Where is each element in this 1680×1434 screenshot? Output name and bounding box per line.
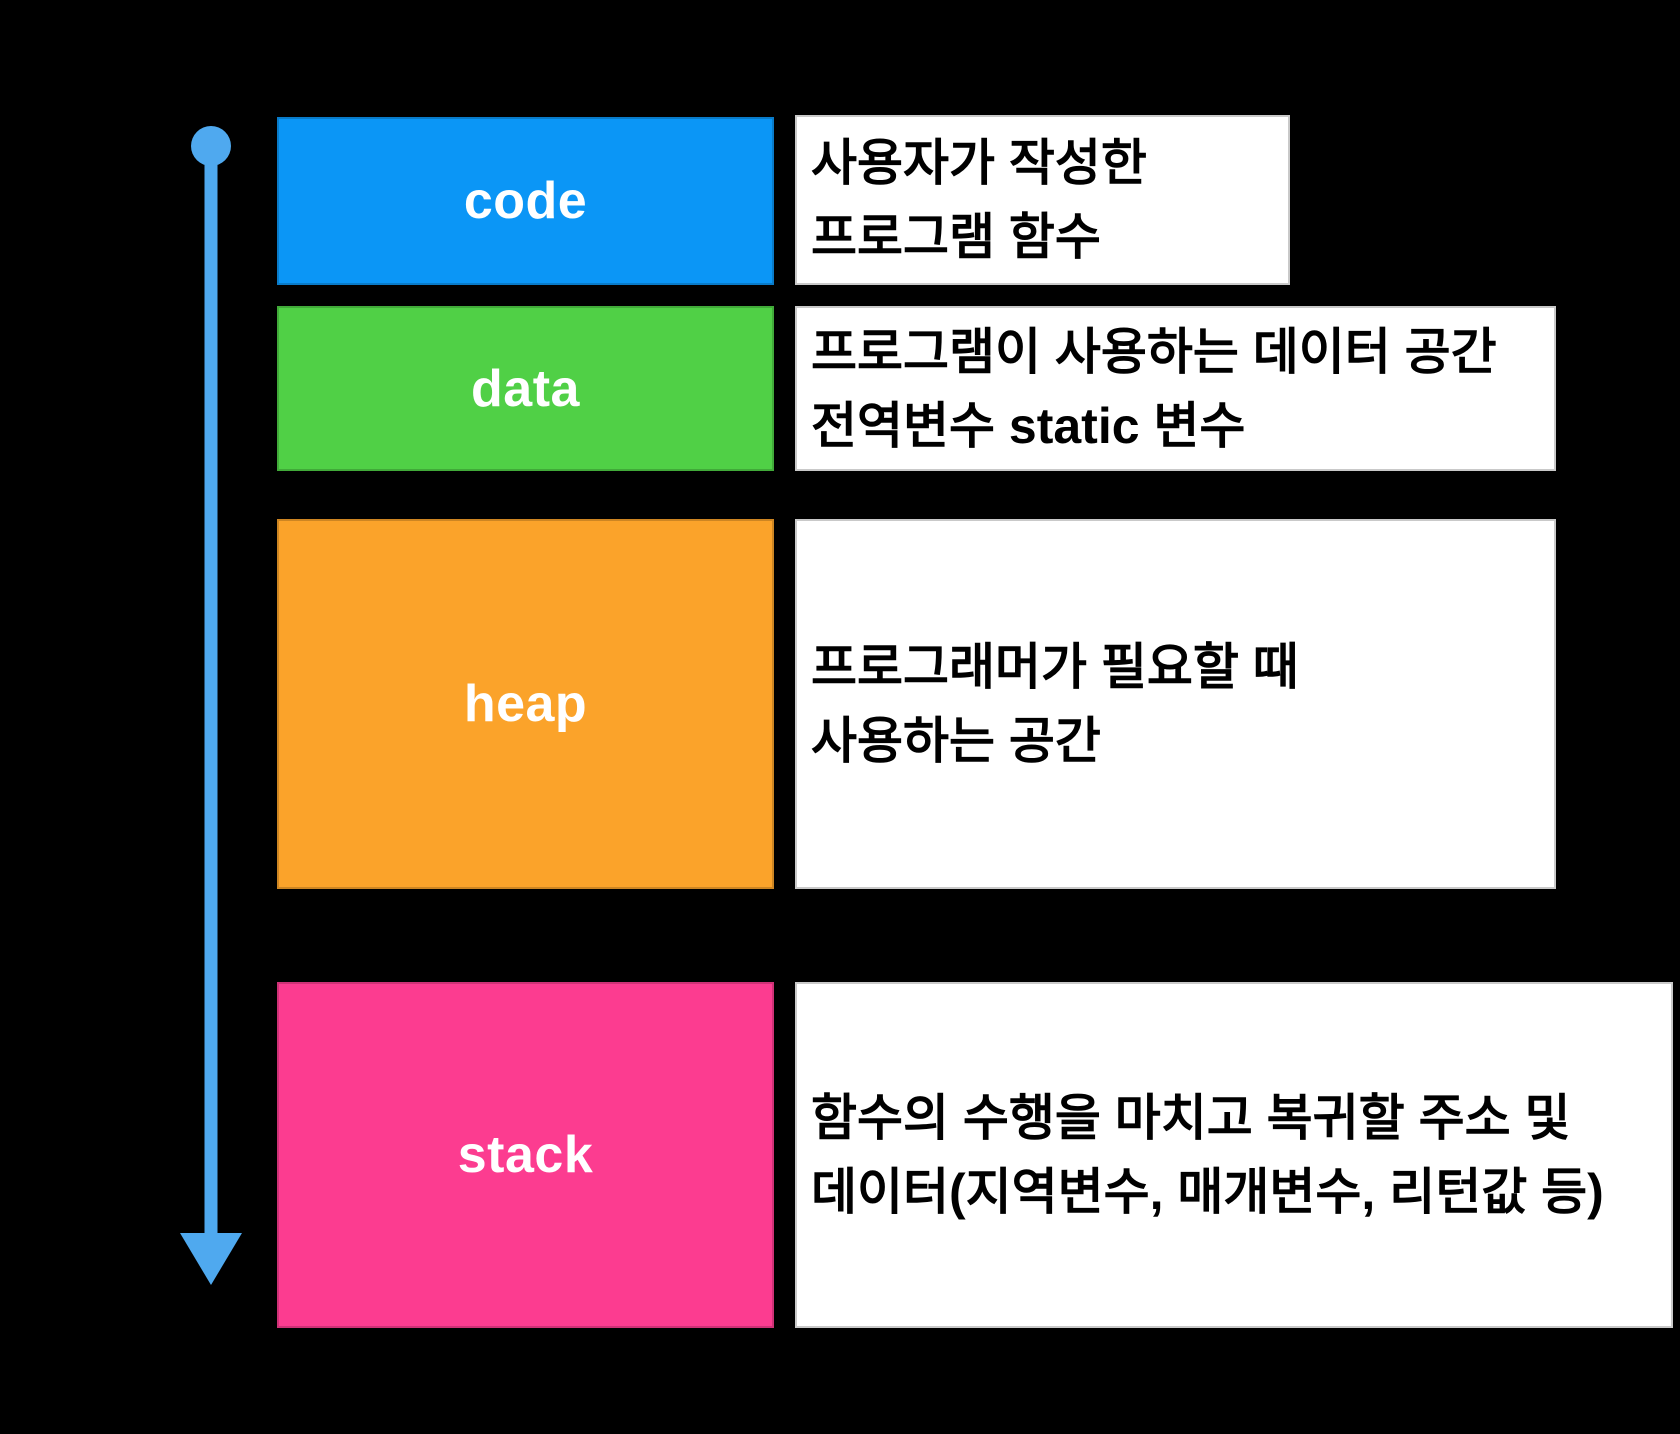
region-label-stack: stack	[457, 1126, 594, 1184]
desc-stack-line-2: 데이터(지역변수, 매개변수, 리턴값 등)	[811, 1164, 1604, 1220]
region-label-code: code	[463, 172, 588, 230]
desc-data-line-2-suffix: 변수	[1139, 397, 1246, 454]
region-box-data: data	[277, 306, 774, 471]
desc-heap-line-2: 사용하는 공간	[811, 713, 1101, 769]
region-box-heap: heap	[277, 519, 774, 889]
region-label-data: data	[471, 359, 580, 418]
desc-code-line-2: 프로그램 함수	[811, 209, 1101, 265]
region-label-heap: heap	[463, 675, 588, 733]
desc-box-heap: 프로그래머가 필요할 때 사용하는 공간	[795, 519, 1556, 889]
down-arrow	[180, 126, 242, 1285]
desc-data-line-2: 전역변수 static 변수	[811, 389, 1544, 463]
desc-data-line-1: 프로그램이 사용하는 데이터 공간	[811, 323, 1497, 380]
region-box-stack: stack	[277, 982, 774, 1328]
desc-data-static-keyword: static	[1008, 397, 1140, 454]
desc-heap-line-1: 프로그래머가 필요할 때	[811, 639, 1299, 695]
desc-data-line-2-prefix: 전역변수	[811, 397, 1009, 454]
region-box-code: code	[277, 117, 774, 285]
desc-box-code: 사용자가 작성한 프로그램 함수	[795, 115, 1290, 285]
desc-box-stack: 함수의 수행을 마치고 복귀할 주소 및 데이터(지역변수, 매개변수, 리턴값…	[795, 982, 1673, 1328]
desc-box-data: 프로그램이 사용하는 데이터 공간 전역변수 static 변수	[795, 306, 1556, 471]
desc-stack-line-1: 함수의 수행을 마치고 복귀할 주소 및	[811, 1090, 1571, 1146]
arrow-head-icon	[180, 1233, 242, 1285]
desc-code-line-1: 사용자가 작성한	[811, 135, 1147, 191]
